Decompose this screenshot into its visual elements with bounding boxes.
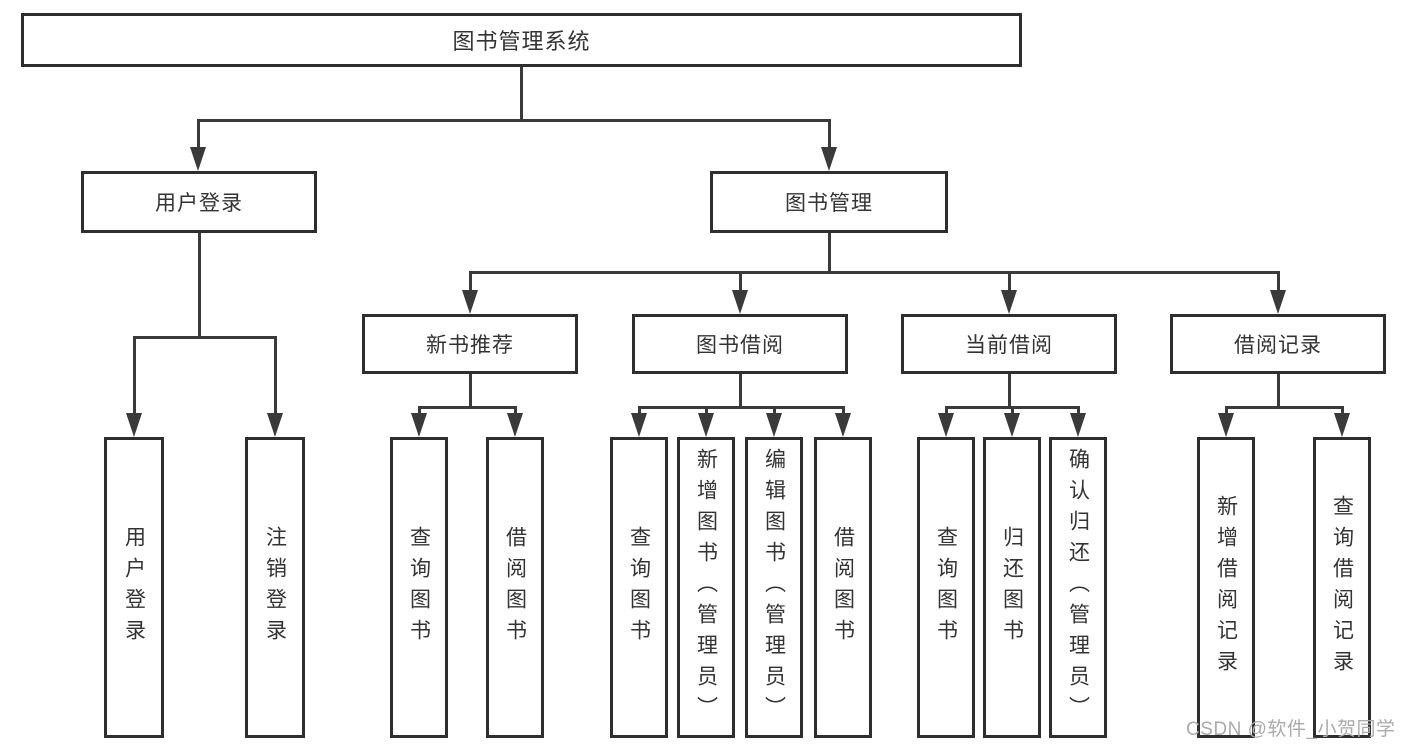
arrow-down-icon [190,147,206,171]
arrow-down-icon [507,413,523,437]
connector-line [739,271,742,292]
arrow-down-icon [126,413,142,437]
leaf-label: 新增图书（管理员） [694,448,718,727]
connector-line [638,406,844,409]
arrow-down-icon [938,413,954,437]
arrow-down-icon [411,413,427,437]
leaf-query-books: 查询图书 [917,437,975,738]
leaf-confirm-return-admin: 确认归还（管理员） [1049,437,1107,738]
leaf-label: 用户登录 [122,525,146,650]
arrow-down-icon [631,413,647,437]
connector-line [1225,406,1228,416]
connector-line [133,336,136,414]
connector-line [1008,271,1011,292]
arrow-down-icon [732,290,748,314]
leaf-label: 查询图书 [627,525,651,650]
connector-line [828,233,831,271]
leaf-query-books: 查询图书 [390,437,448,738]
leaf-add-borrow-record: 新增借阅记录 [1197,437,1255,738]
leaf-label: 借阅图书 [831,525,855,650]
connector-line [198,233,201,336]
arrow-down-icon [1334,413,1350,437]
leaf-add-books-admin: 新增图书（管理员） [677,437,735,738]
leaf-label: 编辑图书（管理员） [762,448,786,727]
connector-line [945,406,948,416]
leaf-label: 新增借阅记录 [1214,494,1238,681]
connector-line [469,271,1279,274]
arrow-down-icon [835,413,851,437]
node-book-management-label: 图书管理 [785,192,873,215]
connector-line [514,406,517,416]
leaf-label: 注销登录 [263,525,287,650]
node-user-login-label: 用户登录 [155,192,243,215]
connector-line [133,336,276,339]
connector-line [469,271,472,292]
arrow-down-icon [267,413,283,437]
connector-line [197,119,200,149]
connector-line [520,67,523,119]
connector-line [1008,374,1011,406]
leaf-edit-books-admin: 编辑图书（管理员） [745,437,803,738]
leaf-logout: 注销登录 [245,437,305,738]
node-borrowing-records-label: 借阅记录 [1234,334,1322,357]
leaf-return-books: 归还图书 [983,437,1041,738]
connector-line [638,406,641,416]
connector-line [773,406,776,416]
connector-line [274,336,277,414]
node-book-borrowing-label: 图书借阅 [696,334,784,357]
leaf-label: 确认归还（管理员） [1066,448,1090,727]
node-new-book-recommendation: 新书推荐 [362,314,578,374]
node-book-management: 图书管理 [710,171,948,233]
connector-line [705,406,708,416]
connector-line [1011,406,1014,416]
leaf-borrow-books: 借阅图书 [486,437,544,738]
connector-line [1341,406,1344,416]
leaf-query-borrow-record: 查询借阅记录 [1313,437,1371,738]
arrow-down-icon [462,290,478,314]
connector-line [418,406,421,416]
connector-line [739,374,742,406]
node-current-borrowing-label: 当前借阅 [965,334,1053,357]
leaf-label: 借阅图书 [503,525,527,650]
connector-line [1277,374,1280,406]
leaf-label: 归还图书 [1000,525,1024,650]
arrow-down-icon [1001,290,1017,314]
arrow-down-icon [1218,413,1234,437]
arrow-down-icon [1004,413,1020,437]
csdn-watermark: CSDN @软件_小贺同学 [1186,719,1396,740]
connector-line [828,119,831,149]
node-current-borrowing: 当前借阅 [901,314,1117,374]
leaf-label: 查询图书 [407,525,431,650]
connector-line [1225,406,1343,409]
leaf-user-login: 用户登录 [104,437,164,738]
node-new-book-recommendation-label: 新书推荐 [426,334,514,357]
connector-line [1077,406,1080,416]
node-book-borrowing: 图书借阅 [632,314,848,374]
arrow-down-icon [1270,290,1286,314]
connector-line [1277,271,1280,292]
connector-line [842,406,845,416]
arrow-down-icon [821,147,837,171]
node-user-login: 用户登录 [81,171,317,233]
connector-line [197,119,831,122]
leaf-label: 查询图书 [934,525,958,650]
leaf-borrow-books: 借阅图书 [814,437,872,738]
leaf-label: 查询借阅记录 [1330,494,1354,681]
node-borrowing-records: 借阅记录 [1170,314,1386,374]
arrow-down-icon [1070,413,1086,437]
arrow-down-icon [766,413,782,437]
arrow-down-icon [698,413,714,437]
connector-line [418,406,516,409]
leaf-query-books: 查询图书 [610,437,668,738]
node-root-label: 图书管理系统 [452,29,591,54]
connector-line [469,374,472,406]
node-root: 图书管理系统 [21,13,1022,67]
